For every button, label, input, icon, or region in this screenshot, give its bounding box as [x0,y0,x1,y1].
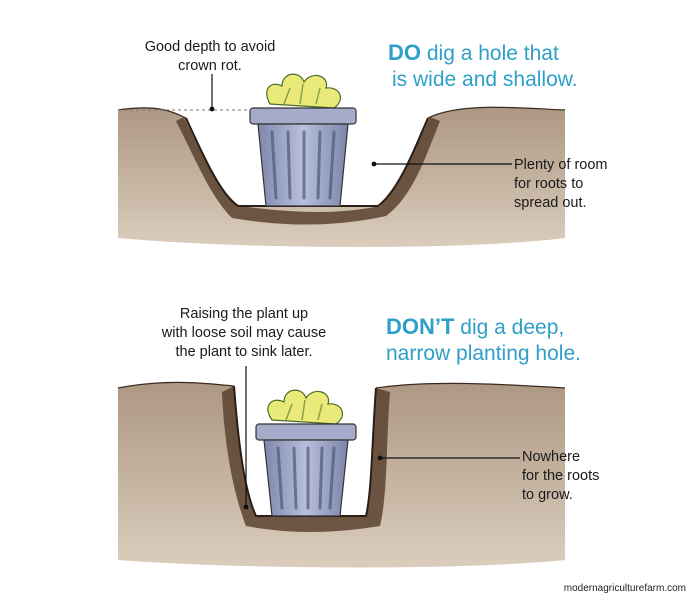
watermark: modernagriculturefarm.com [563,583,686,594]
do-headline: DO dig a hole that is wide and shallow. [388,40,628,93]
do-plant [266,73,342,109]
dont-headline-line1: dig a deep, [460,316,565,339]
dont-plant [267,389,344,425]
do-depth-dot [209,106,215,112]
do-roots-note: Plenty of room for roots to spread out. [514,157,608,211]
do-headline-line1: dig a hole that [426,42,559,65]
dont-headline-strong: DON’T [386,314,455,339]
do-depth-note: Good depth to avoid crown rot. [144,39,276,74]
do-roots-dot [371,161,377,167]
dont-roots-note: Nowhere for the roots to grow. [522,449,600,503]
dont-headline: DON’T dig a deep, narrow planting hole. [386,314,646,367]
dont-loose-soil-note: Raising the plant up with loose soil may… [161,306,327,360]
do-pot [249,107,357,207]
dont-loose-soil-dot [243,504,249,510]
dont-headline-line2: narrow planting hole. [386,342,581,365]
do-headline-line2: is wide and shallow. [392,68,578,91]
do-headline-strong: DO [388,40,421,65]
dont-roots-dot [377,455,383,461]
dont-pot [255,423,357,517]
